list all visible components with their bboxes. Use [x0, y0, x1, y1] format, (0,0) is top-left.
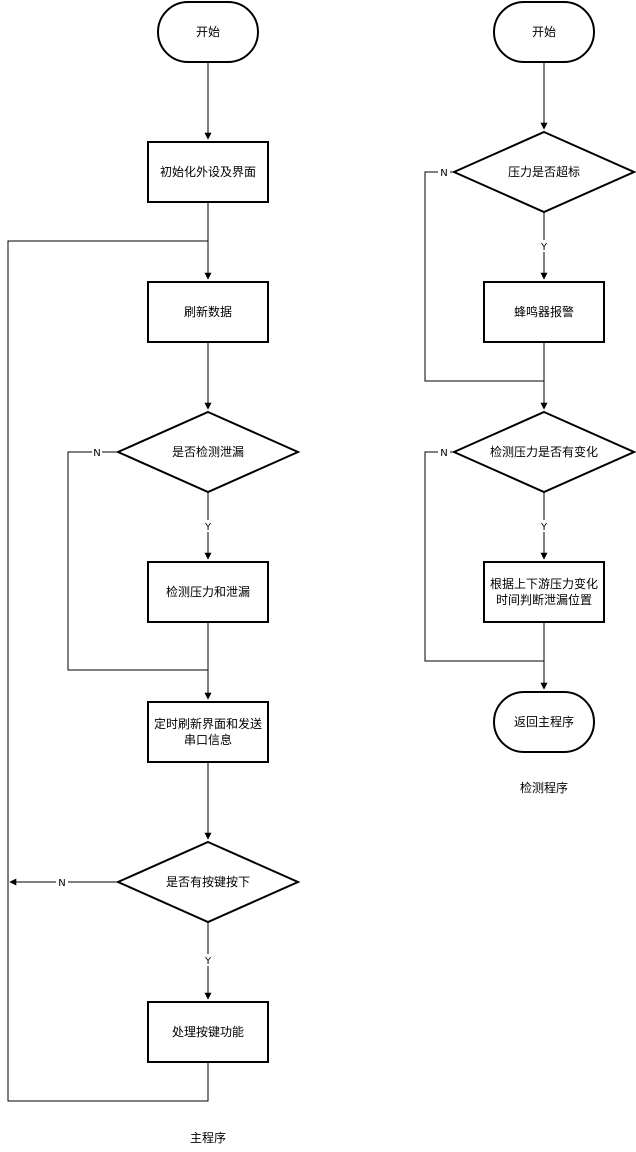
main-key-decision-label: 是否有按键按下	[166, 875, 250, 889]
detect-locate-label-line1: 根据上下游压力变化	[490, 576, 598, 591]
detect-locate-box	[483, 561, 605, 623]
main-refresh-box	[147, 281, 269, 343]
detect-alarm-label: 蜂鸣器报警	[514, 304, 574, 319]
main-keyproc-box	[147, 1001, 269, 1063]
main-caption: 主程序	[190, 1130, 226, 1145]
detect-over-yes-label-bg	[538, 240, 550, 252]
main-refresh-label: 刷新数据	[184, 304, 232, 319]
main-key-no-label: N	[58, 878, 65, 889]
main-keyproc-label: 处理按键功能	[172, 1025, 244, 1039]
main-timer-label-line2: 串口信息	[184, 732, 232, 747]
detect-change-yes-label: Y	[540, 522, 548, 533]
main-detect-no-label: N	[93, 448, 100, 459]
detect-alarm-box	[483, 281, 605, 343]
detect-over-decision-label: 压力是否超标	[508, 164, 580, 179]
detect-change-decision-label: 检测压力是否有变化	[490, 444, 598, 459]
main-key-decision	[115, 840, 301, 924]
main-detect-no-label-bg	[92, 446, 102, 458]
detect-return-label: 返回主程序	[514, 714, 574, 729]
detect-locate-label-line2: 时间判断泄漏位置	[496, 592, 592, 607]
main-timer-box	[147, 701, 269, 763]
detect-change-no-label-bg	[438, 446, 450, 458]
main-detect-decision	[115, 410, 301, 494]
main-detect-decision-label: 是否检测泄漏	[172, 444, 244, 459]
detect-start-terminal	[493, 1, 595, 63]
main-key-no-label-bg	[56, 876, 68, 888]
main-init-box	[147, 141, 269, 203]
main-start-label: 开始	[196, 25, 220, 39]
detect-over-no-label: N	[440, 168, 447, 179]
detect-return-terminal	[493, 691, 595, 753]
detect-change-no-label: N	[440, 448, 447, 459]
main-detect-label: 检测压力和泄漏	[166, 584, 250, 599]
main-start-terminal	[157, 1, 259, 63]
detect-change-yes-label-bg	[538, 520, 550, 532]
main-detect-yes-label-bg	[202, 520, 214, 532]
detect-change-decision	[451, 410, 636, 494]
detect-over-yes-label: Y	[540, 242, 548, 253]
detect-start-label: 开始	[532, 25, 556, 39]
main-timer-label-line1: 定时刷新界面和发送	[154, 716, 262, 731]
edge-main-loop-back	[7, 240, 209, 1102]
detect-over-decision	[451, 130, 636, 214]
detect-over-no-label-bg	[438, 166, 450, 178]
detect-flowchart: 开始 压力是否超标 蜂鸣器报警 检测压力是否有变化 根据上下游压力变化 时间判断…	[424, 1, 636, 795]
main-detect-yes-label: Y	[204, 522, 212, 533]
main-init-label: 初始化外设及界面	[160, 165, 256, 179]
main-key-yes-label: Y	[204, 956, 212, 967]
main-key-yes-label-bg	[202, 954, 214, 966]
detect-caption: 检测程序	[520, 780, 568, 795]
main-detect-box	[147, 561, 269, 623]
main-flowchart: 开始 初始化外设及界面 刷新数据 是否检测泄漏 检测压力和泄漏 定时刷新界面和发…	[7, 1, 301, 1145]
